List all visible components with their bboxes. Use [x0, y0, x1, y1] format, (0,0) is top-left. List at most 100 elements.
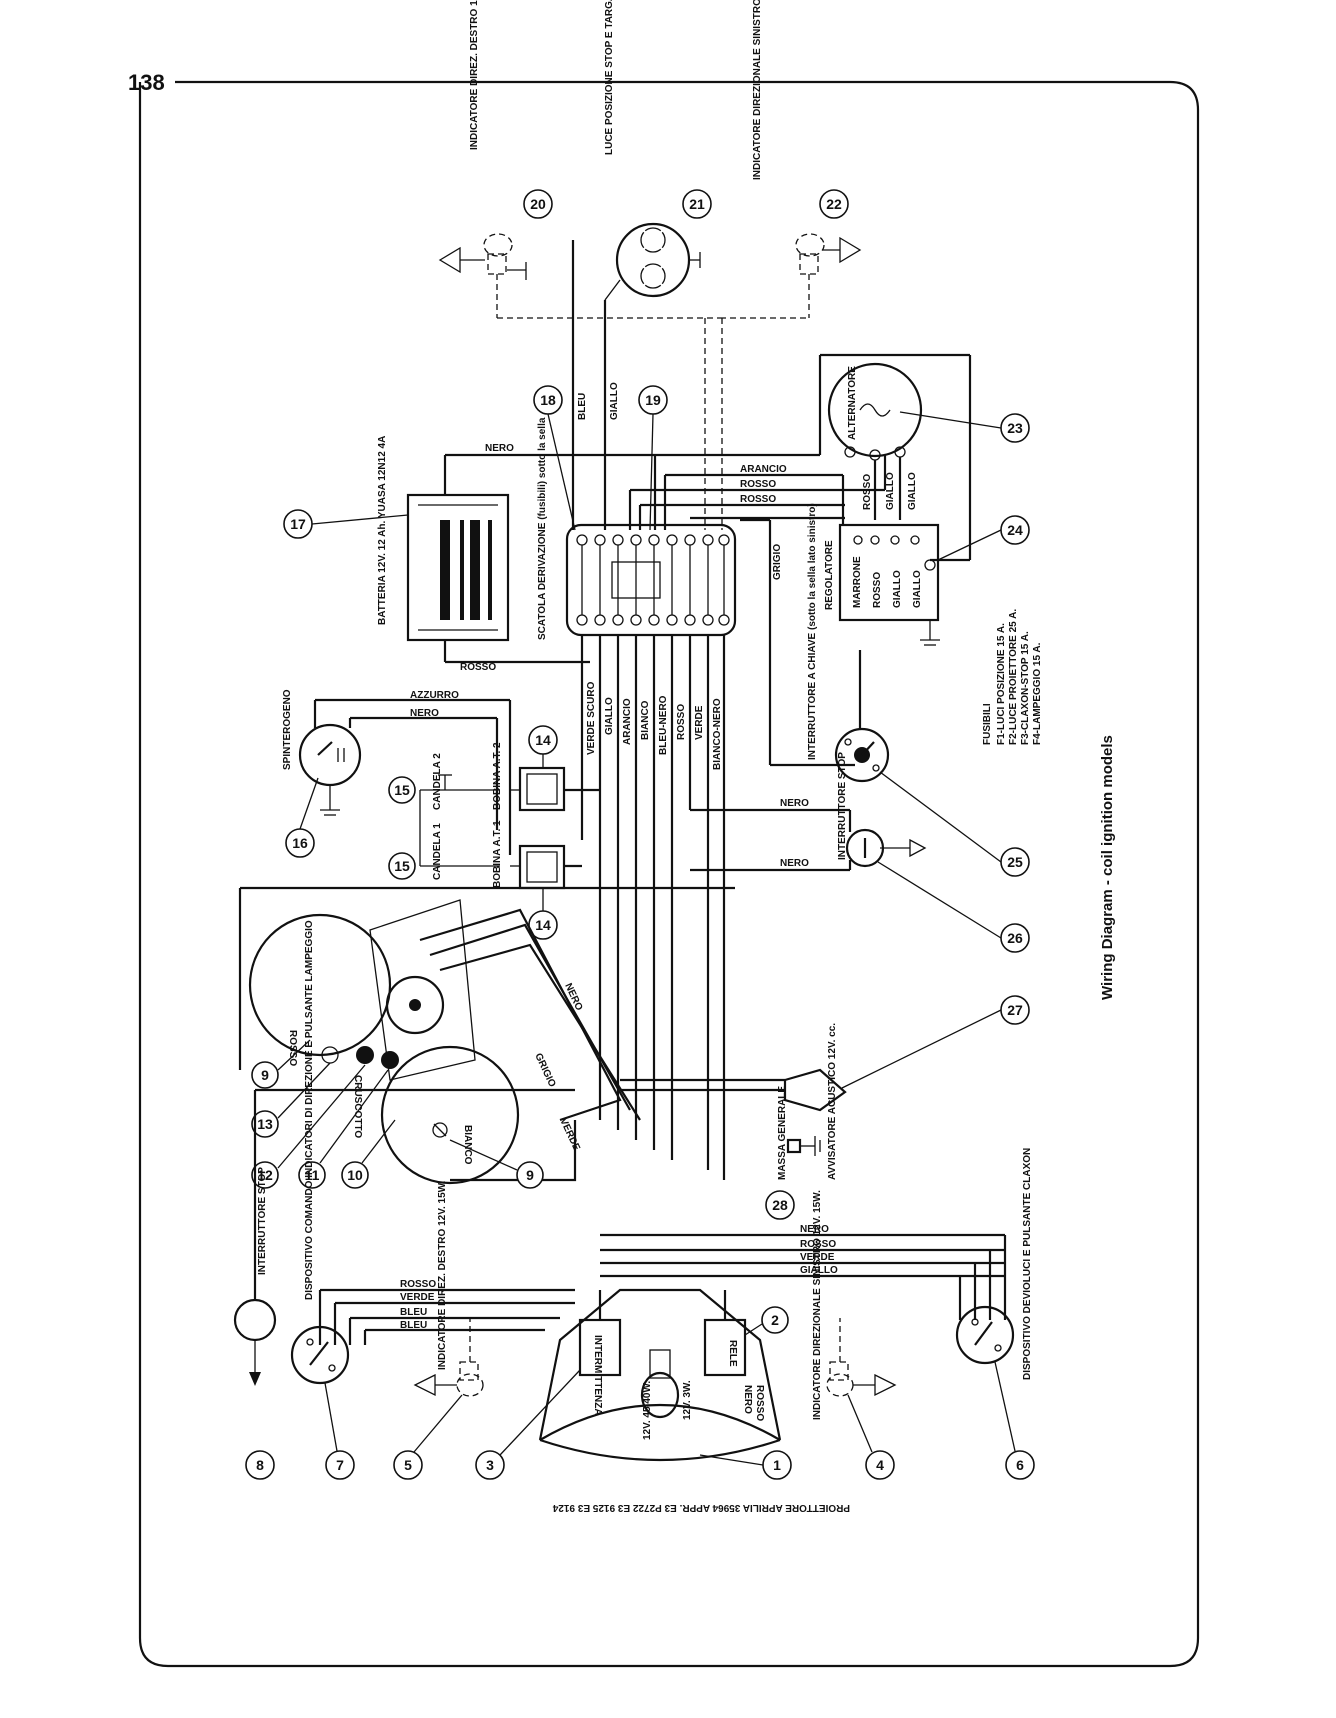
wire-rosso-top2: ROSSO	[740, 494, 776, 505]
rear-left-indicator-label: INDICATORE DIREZIONALE SINISTRO 12V. 15W…	[752, 0, 763, 180]
callout-2	[761, 1306, 789, 1334]
regulator	[838, 523, 940, 646]
wire-bianco-label: BIANCO	[640, 700, 651, 740]
headlamp	[538, 1288, 782, 1462]
dashboard-bianco: BIANCO	[462, 1125, 473, 1165]
wire-giallo2-label: GIALLO	[604, 697, 615, 735]
callout-8-text: 8	[256, 1457, 264, 1473]
flasher-label: INTERMITTENZA	[592, 1335, 603, 1416]
callout-4-text: 4	[876, 1457, 884, 1473]
fuse-f4: F4-LAMPEGGIO 15 A.	[1032, 642, 1043, 745]
coil2-label: BOBINA A.T. 2	[492, 742, 503, 810]
callout-15-bottom	[388, 852, 416, 880]
dashboard-rosso1: ROSSO	[287, 1030, 298, 1066]
headlamp-main-label: 12V. 45/40W.	[642, 1381, 653, 1440]
rear-left-indicator	[720, 233, 862, 319]
page-number: 138	[128, 70, 165, 95]
callout-15-top	[388, 776, 416, 804]
callout-21-text: 21	[689, 196, 705, 212]
callout-5-text: 5	[404, 1457, 412, 1473]
callout-12	[251, 1161, 279, 1189]
callout-11	[298, 1161, 326, 1189]
main-ground	[786, 1136, 821, 1156]
candela2-label: CANDELA 2	[432, 753, 443, 810]
front-harness	[318, 1233, 1007, 1345]
callout-24-text: 24	[1007, 522, 1023, 538]
wire-nero-dist: NERO	[410, 708, 439, 719]
front-wire-rosso: ROSSO	[800, 1239, 836, 1250]
alternator-label: ALTERNATORE	[847, 366, 858, 440]
callout-4	[865, 1450, 895, 1480]
dashboard-verde: VERDE	[557, 1117, 582, 1153]
callout-1-text: 1	[773, 1457, 781, 1473]
fuse-legend: FUSIBILI F1-LUCI POSIZIONE 15 A. F2-LUCE…	[982, 609, 1043, 745]
fuse-title: FUSIBILI	[982, 703, 993, 745]
callout-15-bottom-text: 15	[394, 858, 410, 874]
callout-14-bottom-text: 14	[535, 917, 551, 933]
fuse-f2: F2-LUCE PROIETTORE 25 A.	[1008, 609, 1019, 745]
ignition-coil-2	[510, 766, 600, 812]
front-wire-giallo: GIALLO	[800, 1265, 838, 1276]
callout-9-top-text: 9	[261, 1067, 269, 1083]
alternator-harness	[628, 353, 972, 767]
callout-8	[245, 1450, 275, 1480]
battery-label: BATTERIA 12V. 12 Ah. YUASA 12N12 4A	[377, 436, 388, 625]
wire-rosso2-label: ROSSO	[676, 704, 687, 740]
distributor	[298, 698, 512, 855]
wire-bleu-label: BLEU	[577, 393, 588, 420]
front-stop-label: INTERRUTTORE STOP	[257, 1167, 268, 1275]
callout-9-bottom	[516, 1161, 544, 1189]
fuse-f3: F3-CLAXON-STOP 15 A.	[1020, 631, 1031, 745]
reg-marrone: MARRONE	[852, 556, 863, 608]
junction-box-label: SCATOLA DERIVAZIONE (fusibili) sotto la …	[537, 417, 548, 640]
rear-stop-switch	[690, 808, 927, 872]
reg-giallo: GIALLO	[892, 570, 903, 608]
rear-light	[615, 222, 701, 298]
dashboard-grigio: GRIGIO	[532, 1052, 557, 1090]
wire-arancio-top: ARANCIO	[740, 464, 787, 475]
callout-22	[819, 189, 849, 219]
horn	[620, 1068, 847, 1112]
left-wire-bleu: BLEU	[400, 1307, 427, 1318]
wire-rosso-alt: ROSSO	[862, 474, 873, 510]
wire-grigio-label: GRIGIO	[772, 544, 783, 580]
candela1-label: CANDELA 1	[432, 823, 443, 880]
callout-20-text: 20	[530, 196, 546, 212]
callout-18-text: 18	[540, 392, 556, 408]
callout-20	[523, 189, 553, 219]
wire-nero-battery: NERO	[485, 443, 514, 454]
distributor-label: SPINTEROGENO	[282, 689, 293, 770]
rear-right-indicator-label: INDICATORE DIREZ. DESTRO 12V. 15W.	[469, 0, 480, 150]
wire-rosso-battery: ROSSO	[460, 662, 496, 673]
callout-3	[475, 1450, 505, 1480]
page-frame	[138, 80, 1200, 1668]
light-switch-label: DISPOSITIVO DEVIOLUCI E PULSANTE CLAXON	[1022, 1148, 1033, 1380]
reg-rosso: ROSSO	[872, 572, 883, 608]
indicator-switch-label: DISPOSITIVO COMANDO INDICATORI DI DIREZI…	[304, 920, 315, 1300]
wire-nero-stop1: NERO	[780, 798, 809, 809]
rear-right-indicator	[438, 233, 720, 319]
spark-plugs	[419, 774, 500, 867]
callout-13-text: 13	[257, 1116, 273, 1132]
indicator-switch	[290, 1325, 350, 1385]
callout-10-text: 10	[347, 1167, 363, 1183]
dashboard-label: CRUSCOTTO	[352, 1075, 363, 1138]
callout-28-text: 28	[772, 1197, 788, 1213]
callout-10	[341, 1161, 369, 1189]
left-wire-rosso: ROSSO	[400, 1279, 436, 1290]
left-wire-verde: VERDE	[400, 1292, 435, 1303]
coil1-label: BOBINA A.T. 1	[492, 820, 503, 888]
relay-label: RELE	[727, 1340, 738, 1367]
callout-7	[325, 1450, 355, 1480]
callout-25-text: 25	[1007, 854, 1023, 870]
callout-2-text: 2	[771, 1312, 779, 1328]
callout-9-top	[251, 1061, 279, 1089]
callout-23-text: 23	[1007, 420, 1023, 436]
wire-azzurro: AZZURRO	[410, 690, 459, 701]
fuse-junction-box	[565, 523, 737, 637]
wire-verde-label: VERDE	[694, 705, 705, 740]
wire-rosso-top: ROSSO	[740, 479, 776, 490]
callout-27-text: 27	[1007, 1002, 1023, 1018]
rear-harness	[571, 240, 723, 530]
regulator-label: REGOLATORE	[824, 540, 835, 610]
